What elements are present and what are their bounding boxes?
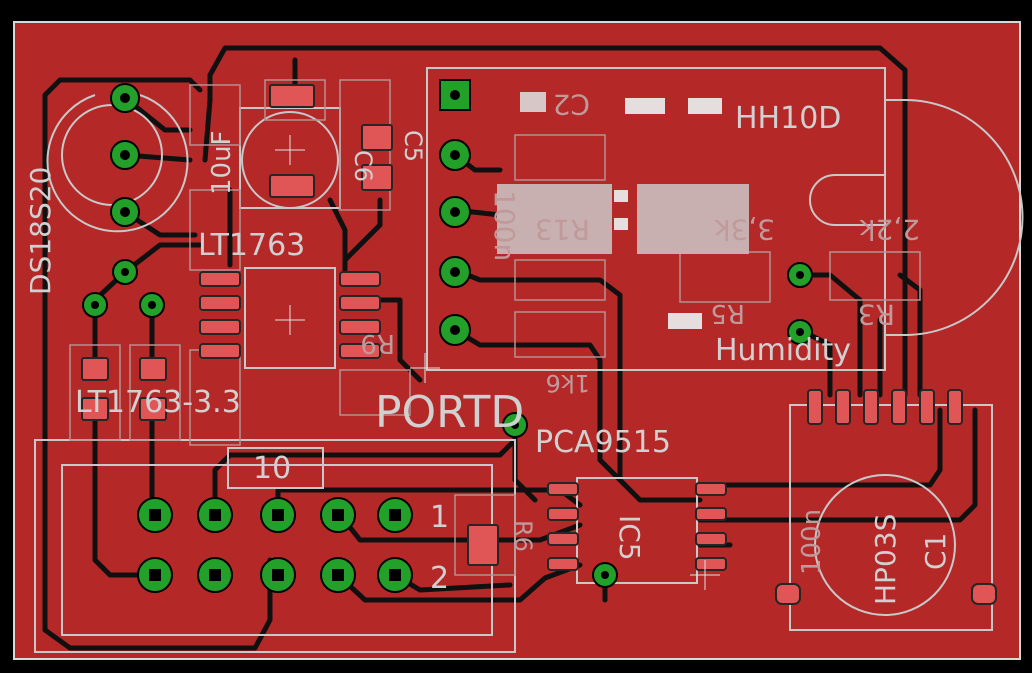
label-hh10d: HH10D: [735, 101, 841, 136]
label-r13: R13: [535, 213, 590, 246]
label-pin-10: 10: [253, 451, 291, 486]
label-100n-b: 100n: [797, 509, 827, 575]
label-3-3k: 3,3k: [713, 213, 775, 246]
label-c1: C1: [919, 533, 952, 570]
label-r9: R9: [360, 328, 395, 358]
label-ic5: IC5: [613, 515, 646, 561]
label-portd: PORTD: [375, 387, 524, 438]
board-outline: [13, 21, 1021, 660]
label-pin-2: 2: [430, 561, 449, 596]
label-r3: R3: [858, 298, 895, 331]
label-c2: C2: [553, 88, 590, 121]
label-1k6: 1k6: [546, 369, 590, 397]
label-hp03s: HP03S: [869, 514, 902, 605]
silkscreen-labels: DS18S20 10uF LT1763 LT1763-3.3 C6 C5 C2 …: [24, 88, 952, 605]
label-10uf: 10uF: [207, 130, 237, 195]
label-c6: C6: [349, 150, 377, 182]
through-hole-pads: [82, 79, 813, 593]
label-pca9515: PCA9515: [535, 425, 671, 460]
label-c5: C5: [399, 130, 427, 162]
label-ds18s20: DS18S20: [24, 167, 57, 295]
label-humidity: Humidity: [715, 333, 851, 368]
smd-pads: [81, 84, 997, 605]
label-r6: R6: [509, 520, 537, 552]
label-2-2k: 2,2k: [858, 213, 920, 246]
label-lt1763: LT1763: [198, 228, 305, 263]
label-100n: 100n: [488, 190, 521, 261]
label-r5: R5: [710, 298, 745, 328]
label-lt1763-3-3: LT1763-3.3: [75, 385, 241, 420]
origin-markers: [275, 135, 720, 590]
label-pin-1: 1: [430, 500, 449, 535]
